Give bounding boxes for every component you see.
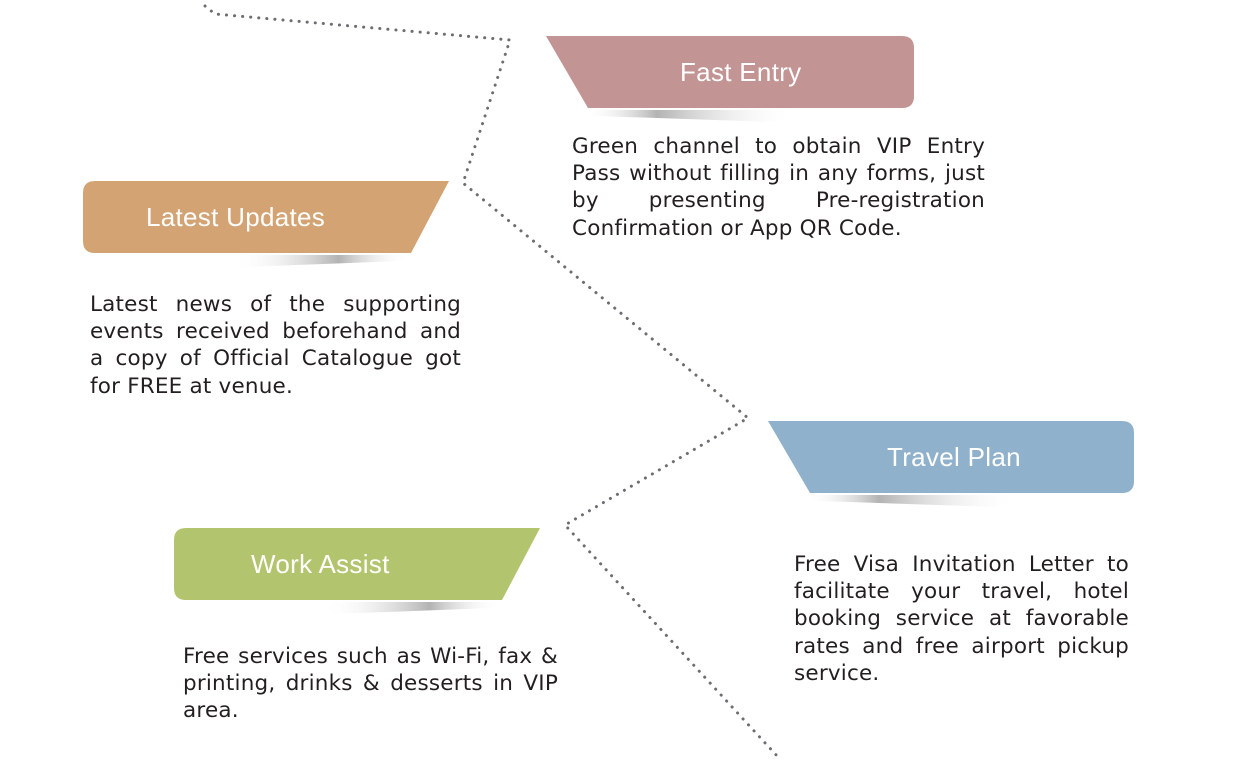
fast-entry-title: Fast Entry <box>680 57 802 87</box>
work-assist-title: Work Assist <box>251 549 390 579</box>
latest-updates-title: Latest Updates <box>146 202 326 232</box>
latest-updates-description: Latest news of the supporting events rec… <box>90 292 461 399</box>
fast-entry-badge-shape <box>546 36 914 122</box>
work-assist-badge-shape <box>174 528 540 614</box>
work-assist-description: Free services such as Wi-Fi, fax & print… <box>183 644 558 724</box>
travel-plan-badge: Travel Plan <box>768 421 1134 513</box>
latest-updates-badge-shape <box>83 181 449 267</box>
travel-plan-title: Travel Plan <box>887 442 1021 472</box>
fast-entry-description: Green channel to obtain VIP Entry Pass w… <box>572 134 985 241</box>
work-assist-badge: Work Assist <box>174 528 542 620</box>
travel-plan-description: Free Visa Invitation Letter to facilitat… <box>794 552 1129 686</box>
latest-updates-badge: Latest Updates <box>83 181 451 273</box>
fast-entry-badge: Fast Entry <box>546 36 914 128</box>
travel-plan-badge-shape <box>768 421 1134 507</box>
